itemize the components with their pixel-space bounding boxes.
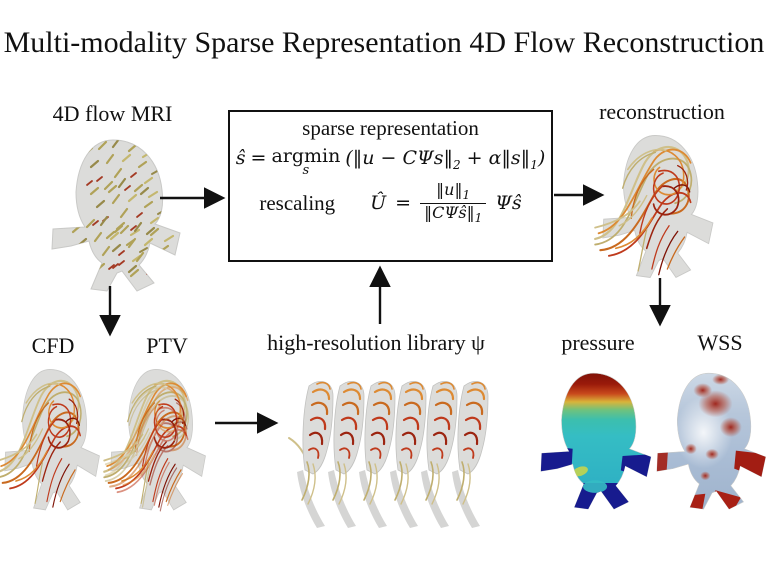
eq2-num-subscript: 1 — [462, 187, 471, 202]
eq2-den-text: ‖CΨŝ‖ — [424, 202, 475, 222]
eq1-op: argmin — [271, 145, 341, 167]
pressure-image — [540, 372, 652, 510]
sparse-representation-box: sparse representation ŝ = argmin s (‖u −… — [228, 110, 553, 262]
label-high-resolution-library: high-resolution library ψ — [267, 330, 485, 355]
eq2-num-text: ‖u‖ — [436, 179, 463, 199]
eq1-body-open: (‖u − CΨs‖ — [345, 147, 453, 169]
eq1-body-close: ) — [537, 147, 546, 169]
eq1-norm1-subscript: 1 — [530, 157, 538, 172]
eq1-lhs: ŝ — [235, 147, 246, 169]
label-ptv: PTV — [146, 333, 188, 358]
equation-argmin: ŝ = argmin s (‖u − CΨs‖2 + α‖s‖1) — [235, 145, 546, 178]
equation-rescaling: rescaling Û = ‖u‖1 ‖CΨŝ‖1 Ψŝ — [259, 179, 522, 226]
cfd-image — [0, 368, 100, 511]
mri-image — [51, 139, 181, 292]
label-4d-flow-mri: 4D flow MRI — [52, 101, 173, 126]
eq2-denominator: ‖CΨŝ‖1 — [420, 202, 487, 226]
eq1-argmin-operator: argmin s — [271, 145, 341, 178]
label-pressure: pressure — [561, 330, 635, 355]
flow-arrows — [99, 184, 671, 434]
eq2-numerator: ‖u‖1 — [432, 179, 474, 203]
eq1-equals: = — [250, 147, 267, 169]
label-cfd: CFD — [31, 333, 75, 358]
wss-image — [656, 372, 767, 510]
rescaling-label: rescaling — [259, 190, 336, 215]
eq1-body: (‖u − CΨs‖2 + α‖s‖1) — [345, 147, 545, 172]
eq2-lhs: Û — [370, 192, 387, 215]
label-reconstruction: reconstruction — [599, 99, 725, 124]
figure-title: Multi-modality Sparse Representation 4D … — [3, 26, 765, 59]
eq2-tail: Ψŝ — [495, 192, 522, 215]
label-wss: WSS — [697, 330, 743, 355]
eq1-op-subscript: s — [302, 162, 310, 178]
eq2-equals: = — [395, 192, 412, 215]
eq1-body-mid: + α‖s‖ — [460, 147, 531, 169]
ptv-image — [102, 368, 206, 512]
library-image — [288, 380, 490, 530]
reconstruction-image — [593, 135, 714, 278]
eq2-fraction: ‖u‖1 ‖CΨŝ‖1 — [420, 179, 487, 226]
eq2-den-subscript: 1 — [474, 210, 483, 225]
sparse-box-heading: sparse representation — [302, 116, 479, 140]
eq1-norm2-subscript: 2 — [452, 157, 461, 172]
